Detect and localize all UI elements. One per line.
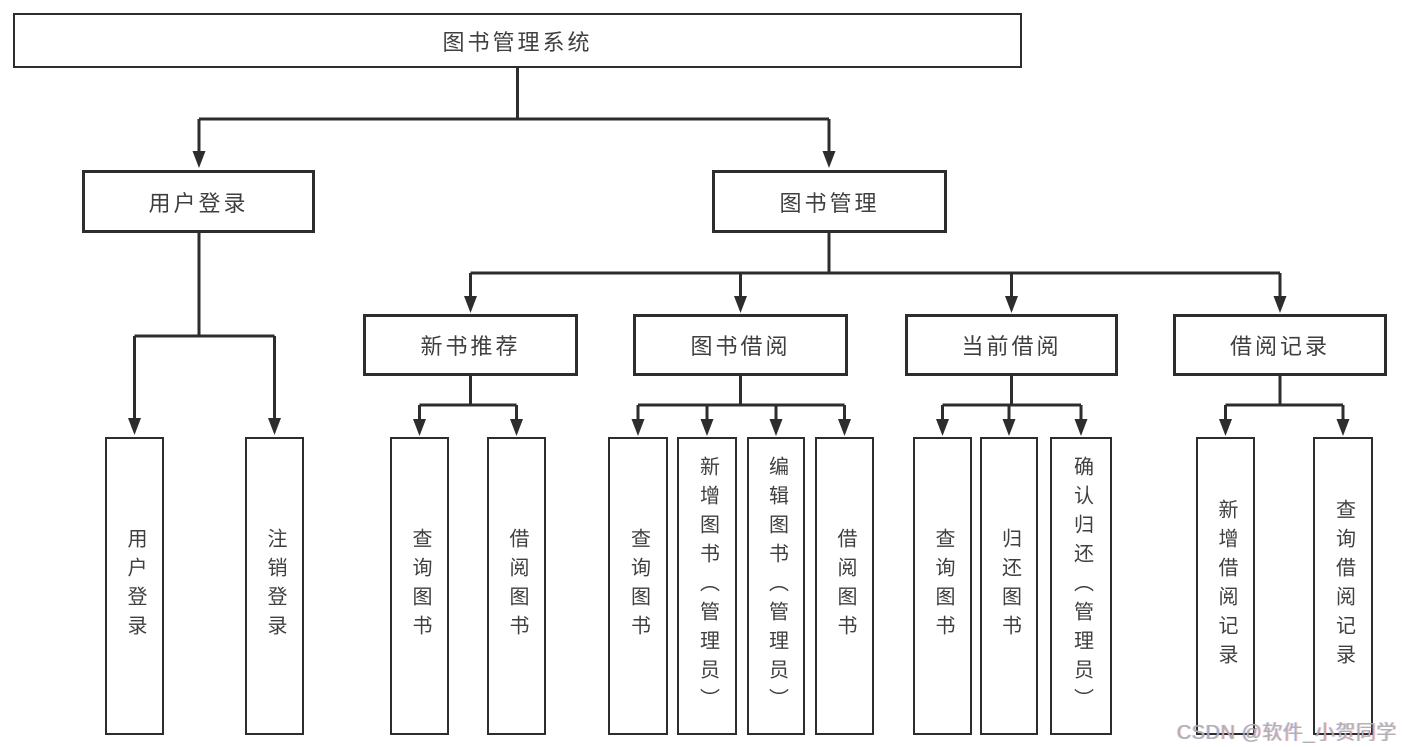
leaf-confirm-return-admin: 确认归还（管理员） (1050, 437, 1112, 735)
node-root: 图书管理系统 (13, 13, 1022, 68)
leaf-query-books-current: 查询图书 (913, 437, 972, 735)
leaf-label: 新增借阅记录 (1215, 499, 1237, 673)
leaf-query-borrow-record: 查询借阅记录 (1313, 437, 1373, 735)
leaf-add-borrow-record: 新增借阅记录 (1196, 437, 1255, 735)
leaf-label: 借阅图书 (506, 528, 528, 644)
leaf-query-books-borrow: 查询图书 (608, 437, 668, 735)
leaf-label: 查询图书 (409, 528, 431, 644)
leaf-return-books: 归还图书 (980, 437, 1038, 735)
leaf-label: 查询图书 (932, 528, 954, 644)
leaf-logout: 注销登录 (245, 437, 304, 735)
leaf-label: 注销登录 (264, 528, 286, 644)
connector-currentborrow-to-leaves (941, 376, 1083, 424)
connector-bookmgmt-to-level3 (469, 233, 1282, 301)
node-user-login: 用户登录 (82, 170, 315, 233)
leaf-label: 查询图书 (627, 528, 650, 644)
leaf-label: 查询借阅记录 (1332, 499, 1355, 673)
leaf-edit-book-admin: 编辑图书（管理员） (747, 437, 805, 735)
watermark: CSDN @软件_小贺同学 (1176, 722, 1397, 744)
arrowheads (128, 151, 1350, 436)
leaf-label: 用户登录 (124, 528, 146, 644)
connector-newbook-to-leaves (418, 376, 518, 424)
leaf-add-book-admin: 新增图书（管理员） (677, 437, 737, 735)
connector-bookborrow-to-leaves (636, 376, 846, 424)
leaf-user-login: 用户登录 (105, 437, 164, 735)
node-current-borrowing: 当前借阅 (905, 314, 1118, 376)
leaf-label: 借阅图书 (834, 528, 856, 644)
leaf-label: 归还图书 (998, 528, 1021, 644)
node-book-management: 图书管理 (712, 170, 947, 233)
connector-root-to-level2 (197, 68, 831, 156)
leaf-label: 编辑图书（管理员） (765, 455, 788, 717)
connector-records-to-leaves (1224, 376, 1345, 424)
leaf-label: 新增图书（管理员） (696, 455, 719, 717)
leaf-borrow-books-recommend: 借阅图书 (487, 437, 546, 735)
node-book-borrowing: 图书借阅 (633, 314, 848, 376)
leaf-query-books-recommend: 查询图书 (390, 437, 449, 735)
node-new-book-recommendation: 新书推荐 (363, 314, 578, 376)
leaf-borrow-books: 借阅图书 (815, 437, 874, 735)
node-borrowing-records: 借阅记录 (1173, 314, 1387, 376)
leaf-label: 确认归还（管理员） (1070, 455, 1093, 717)
connector-userlogin-to-leaves (133, 233, 276, 423)
